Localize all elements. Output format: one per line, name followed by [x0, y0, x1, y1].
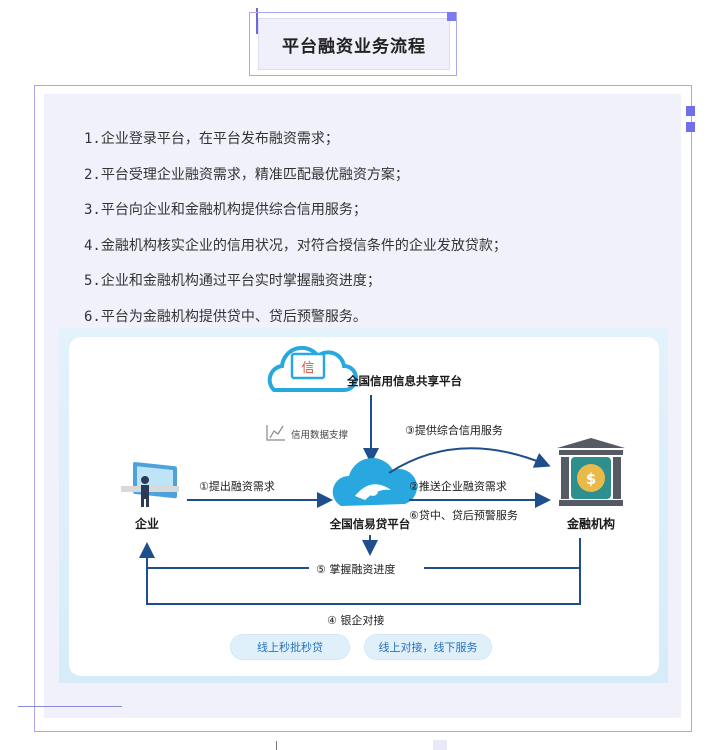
step-item: 6.平台为金融机构提供贷中、贷后预警服务。	[84, 308, 367, 325]
diagram-card	[69, 337, 659, 676]
credit-char: 信	[301, 361, 314, 376]
corner-decor-top	[686, 106, 695, 116]
title-decor-square	[447, 12, 456, 21]
corner-decor-bottom	[686, 122, 695, 132]
enterprise-label: 企业	[134, 516, 159, 531]
bank-icon: $	[557, 438, 625, 506]
pill-online-approval: 线上秒批秒贷	[231, 635, 349, 659]
flow-diagram-svg: 信 全国信用信息共享平台 信用数据支撑 企业 全国信易贷平台	[59, 328, 668, 683]
enterprise-illustration	[121, 461, 179, 507]
bottom-decor-tick	[276, 741, 277, 750]
step-item: 1.企业登录平台，在平台发布融资需求；	[84, 131, 339, 147]
step2-label: ②推送企业融资需求	[409, 479, 507, 493]
bar-chart-icon	[266, 425, 285, 441]
step4-label: ④ 银企对接	[327, 613, 384, 627]
step5-label: ⑤ 掌握融资进度	[316, 562, 395, 576]
process-steps-list: 1.企业登录平台，在平台发布融资需求； 2.平台受理企业融资需求，精准匹配最优融…	[84, 122, 507, 335]
step-item: 2.平台受理企业融资需求，精准匹配最优融资方案；	[84, 166, 409, 183]
loan-platform-cloud-icon	[332, 458, 418, 506]
credit-cloud-icon: 信	[267, 345, 358, 392]
step5-label-bg	[309, 560, 424, 576]
step6-label: ⑥贷中、贷后预警服务	[409, 508, 518, 522]
bottom-left-decor-line	[18, 706, 122, 707]
title-frame	[249, 12, 457, 76]
step-item: 3.平台向企业和金融机构提供综合信用服务；	[84, 202, 367, 218]
title-decor-tick	[256, 8, 258, 34]
arrow-step3	[388, 447, 551, 474]
credit-platform-label: 全国信用信息共享平台	[346, 374, 462, 388]
bottom-decor-square	[433, 740, 447, 750]
content-frame	[34, 85, 692, 732]
step3-label: ③提供综合信用服务	[405, 423, 503, 437]
financial-institution-label: 金融机构	[566, 516, 615, 531]
step1-label: ①提出融资需求	[199, 479, 275, 493]
step-item: 4.金融机构核实企业的信用状况，对符合授信条件的企业发放贷款；	[84, 237, 507, 254]
pill-offline-service: 线上对接，线下服务	[365, 635, 491, 659]
dollar-symbol: $	[586, 470, 596, 488]
flow-diagram: 信 全国信用信息共享平台 信用数据支撑 企业 全国信易贷平台	[59, 328, 668, 683]
step-item: 5.企业和金融机构通过平台实时掌握融资进度；	[84, 273, 381, 289]
loan-platform-label: 全国信易贷平台	[329, 517, 411, 531]
arrow-step4-loop	[146, 568, 581, 605]
credit-data-support-label: 信用数据支撑	[291, 429, 349, 441]
page-title: 平台融资业务流程	[258, 18, 450, 70]
